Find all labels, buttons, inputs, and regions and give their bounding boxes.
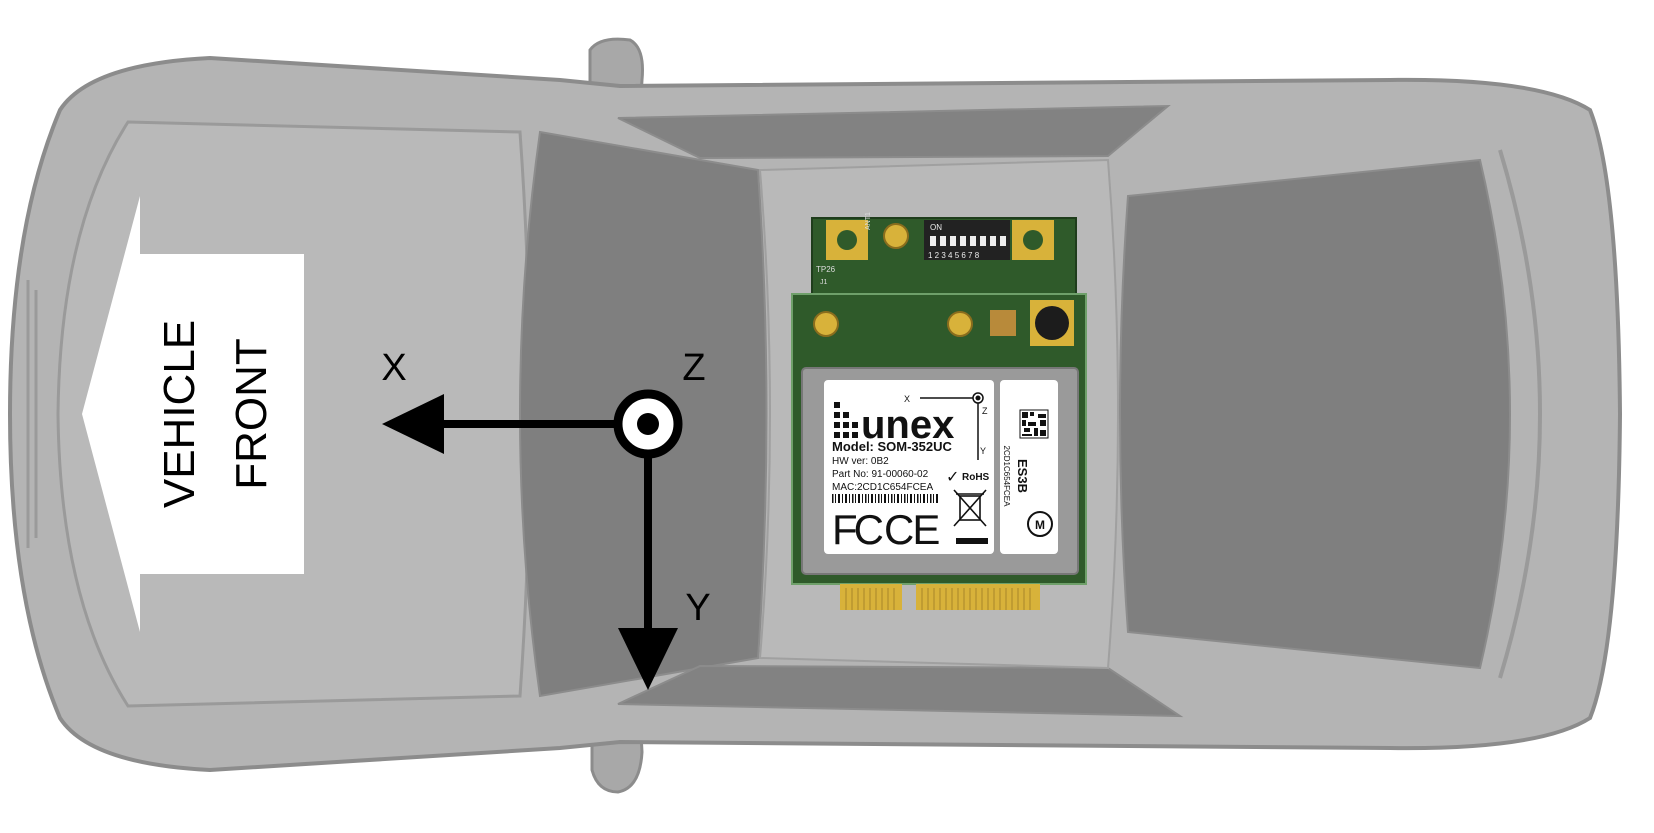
antenna-connector-main-2 — [947, 311, 973, 337]
datamatrix-chip — [990, 310, 1016, 336]
fcc-mark: FC — [832, 506, 883, 553]
side-mac: 2CD1C654FCEA — [1002, 446, 1011, 508]
som-module: ANT1 ON 1 2 3 4 5 6 7 8 TP26 J1 — [791, 212, 1087, 610]
x-axis-label: X — [381, 347, 406, 389]
dip-numbers: 1 2 3 4 5 6 7 8 — [928, 251, 980, 260]
arrow-label-vehicle: VEHICLE — [155, 320, 204, 508]
barcode — [832, 494, 938, 503]
arrow-label-front: FRONT — [227, 338, 276, 490]
coordinate-axes: X Z Y — [381, 347, 711, 690]
part-no-text: Part No: 91-00060-02 — [832, 469, 929, 480]
ce-mark: CE — [884, 506, 939, 553]
rear-window — [1119, 158, 1511, 670]
antenna-connector-main-1 — [813, 311, 839, 337]
model-text: Model: SOM-352UC — [832, 439, 953, 454]
y-axis-arrowhead — [618, 628, 678, 690]
mini-axis-z: Z — [982, 406, 988, 416]
edge-connector-pins — [845, 588, 1031, 610]
dip-on-label: ON — [930, 223, 942, 232]
front-grille — [26, 280, 38, 548]
z-axis-dot — [637, 413, 659, 435]
y-axis-label: Y — [685, 587, 710, 629]
x-axis-arrowhead — [382, 394, 444, 454]
mini-axis-x: X — [904, 394, 910, 404]
mini-axis-y: Y — [980, 446, 986, 456]
rohs-mark: RoHS — [962, 472, 990, 483]
hw-ver-text: HW ver: 0B2 — [832, 456, 889, 467]
mount-hole-right — [1023, 230, 1043, 250]
module-label-main — [824, 380, 994, 554]
dip-switch-toggles — [930, 236, 1006, 246]
edge-connector-short — [840, 584, 902, 610]
cm-logo-letter: M — [1035, 518, 1045, 532]
rohs-check-icon: ✓ — [946, 469, 959, 486]
mount-hole-left — [837, 230, 857, 250]
front-arrow-shape — [82, 196, 304, 632]
brand-name: unex — [861, 403, 954, 447]
tp-label: TP26 — [816, 265, 836, 274]
j-label: J1 — [820, 279, 828, 286]
vehicle-front-arrow: VEHICLE FRONT — [82, 196, 304, 632]
qr-code — [1019, 409, 1049, 439]
mini-axes-icon — [920, 392, 984, 460]
antenna-connector-top — [883, 223, 909, 249]
ant-label: ANT1 — [865, 212, 872, 230]
edge-connector-long — [916, 584, 1040, 610]
side-code: ES3B — [1015, 459, 1030, 493]
trunk-edge — [1498, 149, 1542, 679]
mac-text: MAC:2CD1C654FCEA — [832, 482, 933, 493]
weee-bin-icon — [953, 489, 987, 527]
unex-logo-icon — [834, 402, 858, 438]
z-axis-label: Z — [682, 347, 705, 389]
cm-logo-icon — [1027, 511, 1053, 537]
weee-bar — [956, 538, 988, 544]
screw-icon — [1035, 306, 1069, 340]
side-window-top — [617, 104, 1171, 160]
